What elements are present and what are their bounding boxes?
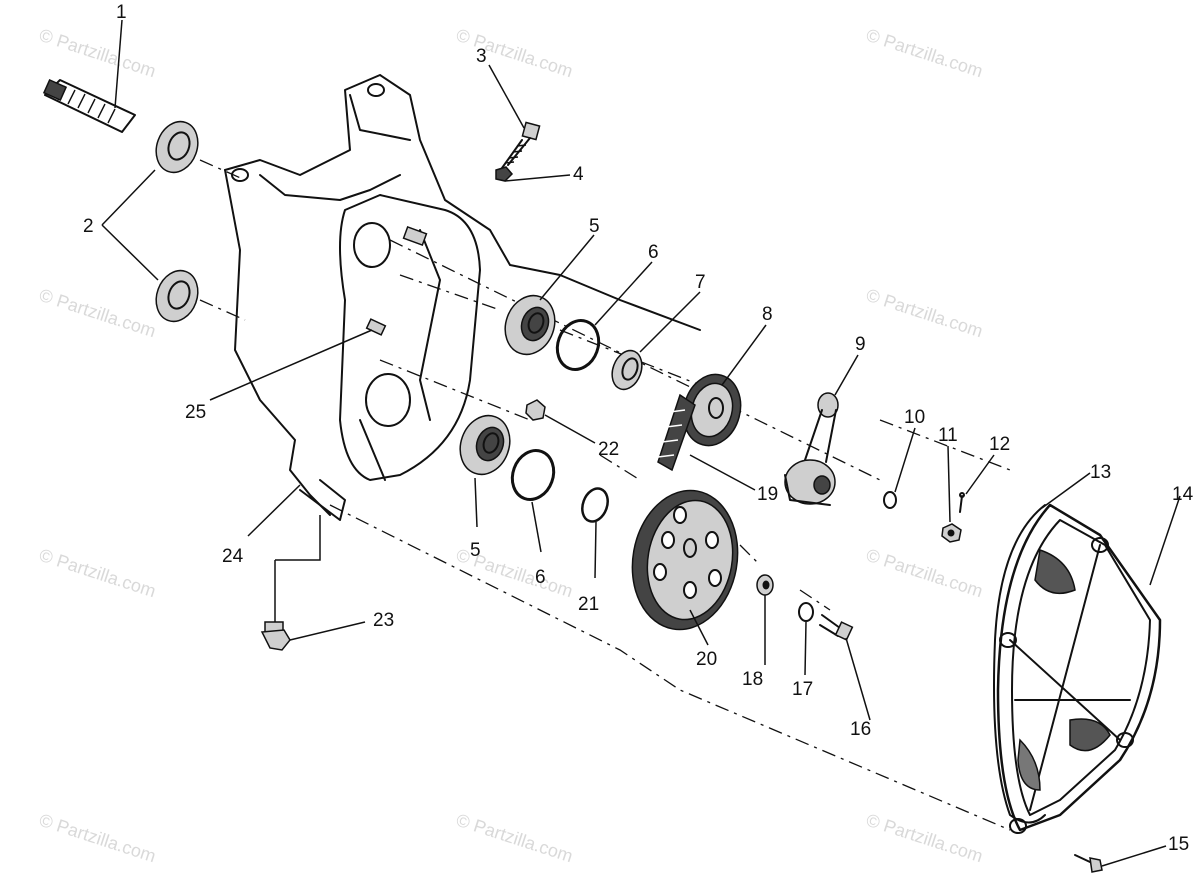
callout-3: 3 (476, 46, 487, 67)
watermark: © Partzilla.com (37, 285, 159, 342)
part-16-bolt (819, 614, 854, 641)
part-7-seal (611, 349, 643, 391)
watermark: © Partzilla.com (864, 25, 986, 82)
callout-7: 7 (695, 272, 706, 293)
callout-6: 6 (648, 242, 659, 263)
part-13-gasket (993, 504, 1046, 824)
part-4-washer (495, 166, 514, 182)
leader-lines (101, 19, 1181, 867)
part-23-drain-plug (260, 621, 291, 651)
callout-24: 24 (222, 546, 244, 567)
part-25-dowel (365, 318, 387, 336)
part-24-chaincase-housing (224, 74, 701, 521)
part-3-bolt (501, 121, 541, 169)
part-6-ring-upper (555, 319, 601, 371)
part-6-ring-lower (510, 449, 556, 501)
part-15-screw (1074, 854, 1103, 873)
part-5-bearing-lower (459, 414, 511, 476)
part-20-sprocket-large (631, 489, 739, 631)
part-5-bearing-upper (504, 294, 556, 356)
part-22-nut (525, 399, 546, 421)
callout-6b: 6 (535, 567, 546, 588)
callout-16: 16 (850, 719, 871, 740)
callout-labels: 1 2 3 4 5 6 7 8 9 10 11 12 13 14 15 16 1… (83, 2, 1194, 855)
part-11-nut (941, 523, 962, 543)
watermark: © Partzilla.com (864, 810, 986, 867)
callout-21: 21 (578, 594, 599, 615)
watermark: © Partzilla.com (37, 810, 159, 867)
watermark: © Partzilla.com (864, 545, 986, 602)
part-10-washer (883, 491, 897, 509)
callout-25: 25 (185, 402, 206, 423)
callout-8: 8 (762, 304, 773, 325)
callout-9: 9 (855, 334, 866, 355)
assembly-axis-lines (199, 159, 1011, 831)
part-12-cotter-pin (959, 492, 965, 513)
callout-23: 23 (373, 610, 394, 631)
callout-18: 18 (742, 669, 763, 690)
part-19-chain (657, 393, 696, 472)
callout-14: 14 (1172, 484, 1194, 505)
part-9-tensioner-arm (784, 392, 839, 506)
callout-10: 10 (904, 407, 925, 428)
callout-1: 1 (116, 2, 127, 23)
part-14-chaincase-cover (996, 503, 1162, 834)
callout-5: 5 (589, 216, 600, 237)
part-2-seal-upper (155, 120, 199, 174)
callout-15: 15 (1168, 834, 1189, 855)
watermark: © Partzilla.com (454, 810, 576, 867)
callout-19: 19 (757, 484, 778, 505)
part-17-washer (798, 602, 814, 622)
part-1-shaft (42, 78, 136, 133)
callout-4: 4 (573, 164, 584, 185)
callout-5b: 5 (470, 540, 481, 561)
part-8-sprocket (682, 373, 742, 447)
callout-20: 20 (696, 649, 717, 670)
callout-12: 12 (989, 434, 1010, 455)
callout-22: 22 (598, 439, 619, 460)
part-2-seal-lower (155, 269, 199, 323)
callout-11: 11 (938, 425, 958, 446)
part-21-ring (581, 487, 609, 523)
watermark: © Partzilla.com (37, 545, 159, 602)
watermark: © Partzilla.com (864, 285, 986, 342)
callout-13: 13 (1090, 462, 1111, 483)
watermark: © Partzilla.com (37, 25, 159, 82)
watermark: © Partzilla.com (454, 25, 576, 82)
callout-17: 17 (792, 679, 813, 700)
callout-2: 2 (83, 216, 94, 237)
part-18-washer (756, 574, 774, 596)
